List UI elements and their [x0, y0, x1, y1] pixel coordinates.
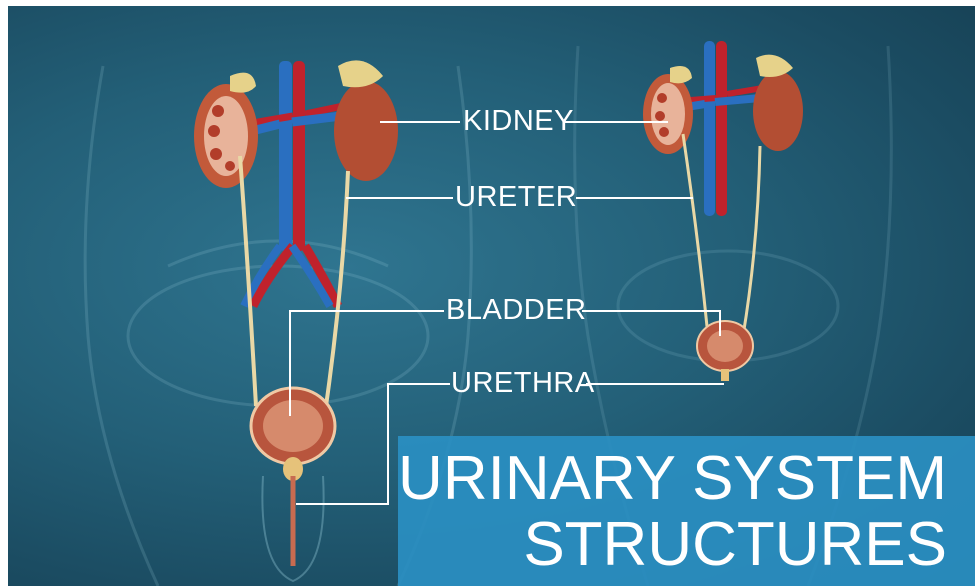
label-urethra: URETHRA — [451, 369, 595, 398]
vena-cava-left — [279, 61, 292, 251]
bladder-left — [251, 388, 335, 481]
kidney-right — [334, 60, 398, 181]
title-line-2: STRUCTURES — [523, 514, 947, 576]
label-kidney: KIDNEY — [463, 107, 574, 136]
right-figure — [643, 41, 803, 381]
label-bladder: BLADDER — [446, 296, 587, 325]
left-figure — [194, 60, 398, 581]
kidney-left-cut — [194, 73, 258, 188]
diagram-frame: KIDNEY URETER BLADDER URETHRA URINARY SY… — [8, 6, 975, 586]
title-line-1: URINARY SYSTEM — [398, 448, 947, 510]
label-ureter: URETER — [455, 183, 577, 212]
kidney-right-small — [753, 55, 803, 151]
aorta-left — [293, 61, 305, 251]
bladder-right — [697, 321, 753, 381]
